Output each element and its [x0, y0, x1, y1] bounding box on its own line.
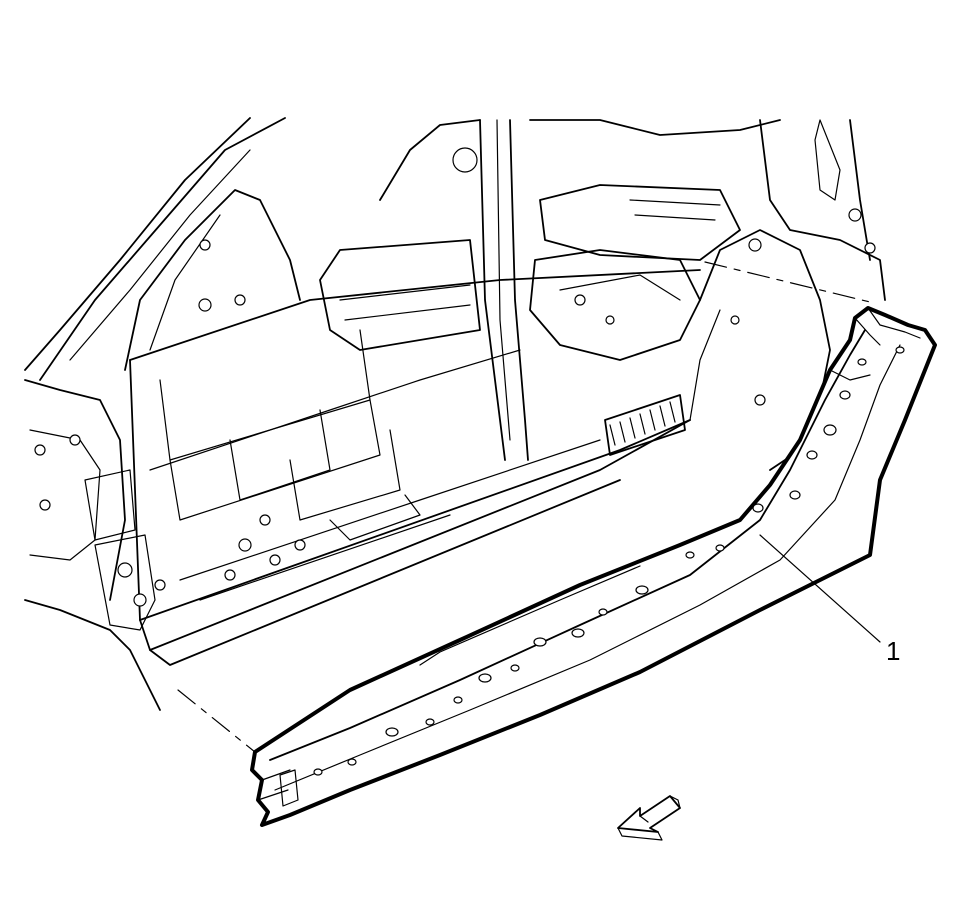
- locator-line-front: [177, 689, 256, 753]
- vehicle-body-structure: [24, 117, 886, 711]
- locator-lines: [177, 261, 871, 753]
- rocker-outer-panel: [250, 306, 937, 827]
- front-direction-arrow-icon: [617, 795, 681, 841]
- callout-leader-line: [759, 534, 881, 643]
- callout-label-1: 1: [886, 636, 900, 666]
- callout-1: 1: [759, 534, 900, 666]
- locator-line-rear: [704, 261, 871, 303]
